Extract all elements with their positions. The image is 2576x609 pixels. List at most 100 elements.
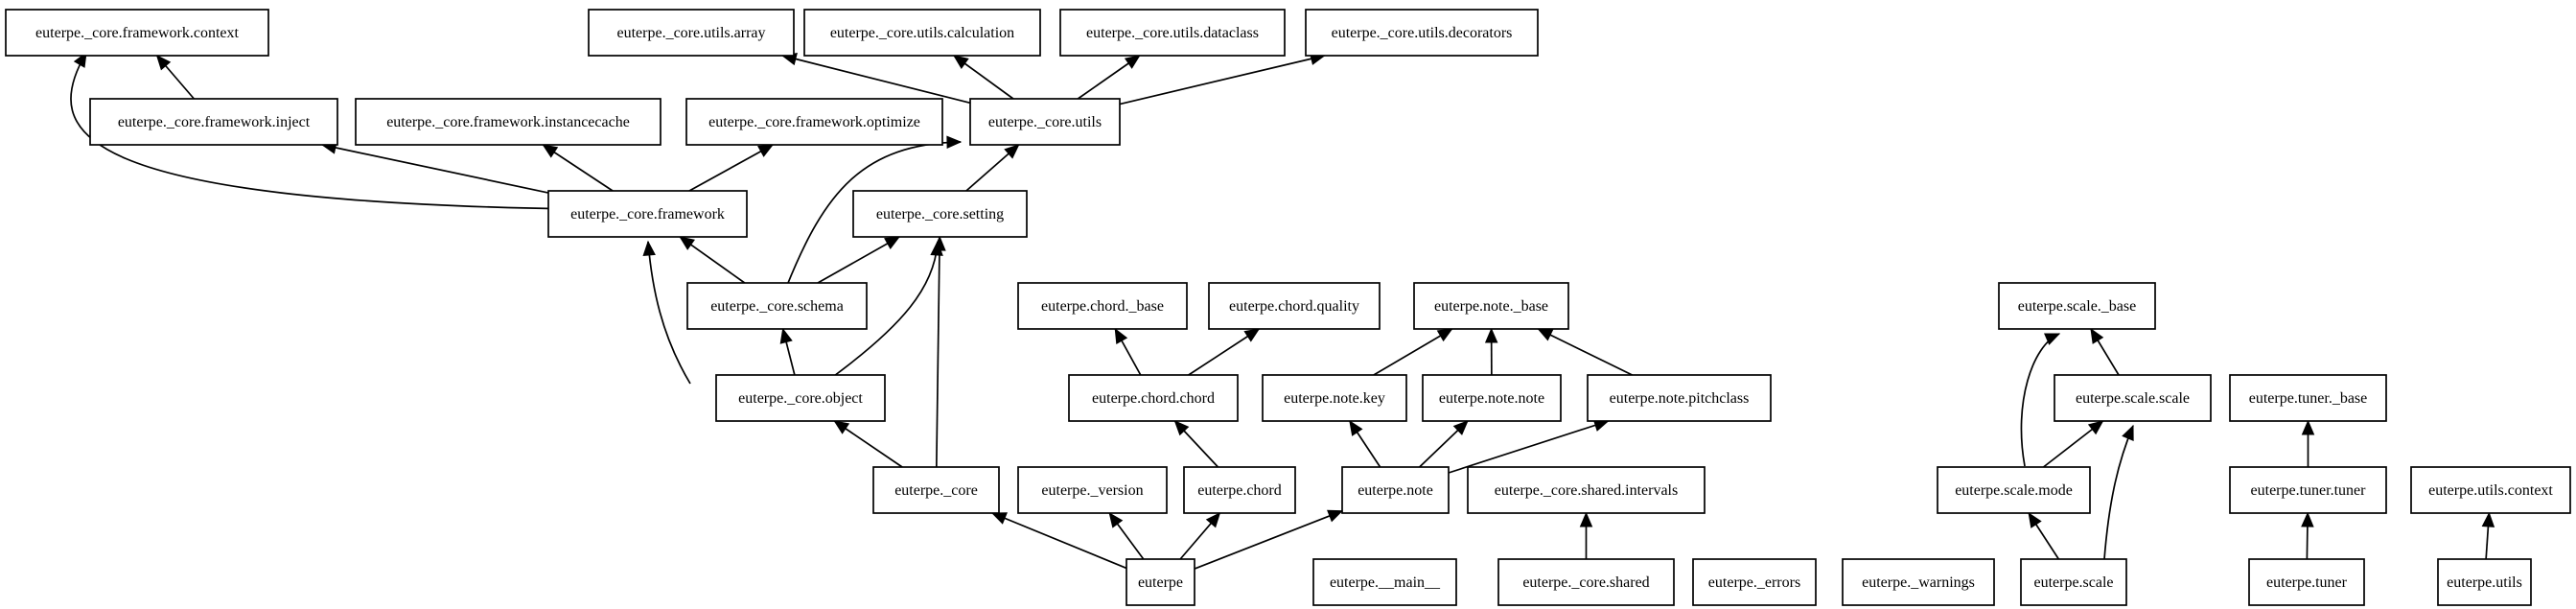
node-label: euterpe._core.utils.dataclass [1086, 25, 1259, 41]
arrowhead [1124, 55, 1141, 69]
edge-line [991, 512, 1127, 570]
node-label: euterpe._core.utils.array [616, 25, 765, 41]
node-box [969, 98, 1121, 146]
edge-core-to-c_object [833, 420, 903, 468]
node-label: euterpe._core.schema [710, 298, 844, 315]
node-label: euterpe._version [1041, 482, 1143, 499]
edge-line [1188, 328, 1260, 376]
arrowhead [155, 55, 172, 71]
edge-euterpe-to-chord [1179, 512, 1221, 560]
node-box [1017, 466, 1168, 514]
edge-core-to-c_setting [933, 235, 946, 468]
node-box [1305, 9, 1539, 57]
arrowhead [2087, 420, 2104, 435]
node-c-framework: euterpe._core.framework [547, 190, 748, 238]
node-box [588, 9, 795, 57]
edge-c_schema-to-c_framework [679, 236, 746, 284]
arrowhead [642, 240, 656, 257]
node-chord-base: euterpe.chord._base [1017, 282, 1188, 330]
arrowhead [2044, 333, 2061, 345]
edge-scale_mode-to-scale_scale [2042, 420, 2104, 468]
node-box [1183, 466, 1296, 514]
arrowhead [1327, 509, 1344, 523]
edge-note-to-note_note [1419, 420, 1469, 468]
node-label: euterpe.scale [2033, 574, 2113, 591]
edge-scale_scale-to-scale_base [2090, 327, 2120, 376]
node-label: euterpe.scale.scale [2076, 390, 2190, 407]
node-u-dataclass: euterpe._core.utils.dataclass [1059, 9, 1286, 57]
edge-c_framework-to-fw_inject [320, 141, 549, 194]
node-box [1937, 466, 2091, 514]
edge-line [1448, 420, 1609, 474]
edge-note-to-note_pitchclass [1448, 419, 1610, 474]
arrowhead [679, 236, 695, 250]
edge-note-to-note_key [1349, 419, 1381, 468]
node-version: euterpe._version [1017, 466, 1168, 514]
node-label: euterpe.chord._base [1041, 298, 1164, 315]
node-label: euterpe.chord [1197, 482, 1282, 499]
node-box [1068, 374, 1239, 422]
node-fw-inject: euterpe._core.framework.inject [89, 98, 338, 146]
node-box [1422, 374, 1562, 422]
node-u-array: euterpe._core.utils.array [588, 9, 795, 57]
node-note-key: euterpe.note.key [1262, 374, 1407, 422]
edge-line [1538, 328, 1633, 376]
node-box [1208, 282, 1381, 330]
edge-c_object-to-c_schema [779, 327, 796, 376]
node-box [852, 190, 1028, 238]
node-euterpe: euterpe [1126, 558, 1195, 606]
node-label: euterpe.chord.quality [1229, 298, 1359, 315]
node-label: euterpe.scale._base [2018, 298, 2136, 315]
node-label: euterpe.scale.mode [1955, 482, 2073, 499]
edge-scale-to-scale_scale [2103, 424, 2134, 560]
node-box [1413, 282, 1569, 330]
edge-note_note-to-note_base [1484, 327, 1498, 376]
edge-tuner_tuner-to-tuner_base [2301, 419, 2315, 467]
edge-chord-to-chord_chord [1173, 420, 1219, 468]
arrowhead [757, 144, 775, 157]
edge-c_setting-to-c_utils [965, 144, 1020, 192]
edge-line [688, 144, 774, 192]
node-box [2020, 558, 2127, 606]
node-label: euterpe.note._base [1434, 298, 1548, 315]
edge-line [2103, 425, 2134, 560]
node-label: euterpe.tuner._base [2249, 390, 2368, 407]
node-box [1998, 282, 2156, 330]
node-note-note: euterpe.note.note [1422, 374, 1562, 422]
arrowhead [946, 135, 963, 150]
node-box [1587, 374, 1772, 422]
node-label: euterpe._core.object [738, 390, 863, 407]
node-box [1467, 466, 1706, 514]
edge-line [833, 241, 939, 377]
node-label: euterpe._core [894, 482, 978, 499]
edge-chord_chord-to-chord_quality [1188, 328, 1261, 376]
node-chord: euterpe.chord [1183, 466, 1296, 514]
node-box [2229, 466, 2387, 514]
arrowhead [1537, 328, 1554, 341]
node-box [1126, 558, 1195, 606]
arrowhead [884, 236, 901, 250]
node-c-setting: euterpe._core.setting [852, 190, 1028, 238]
node-label: euterpe._core.utils [988, 114, 1102, 130]
node-tuner-base: euterpe.tuner._base [2229, 374, 2387, 422]
edge-scale_mode-to-scale_base [2020, 333, 2061, 467]
node-box [1312, 558, 1457, 606]
node-box [2054, 374, 2212, 422]
arrowhead [2028, 511, 2042, 528]
edge-line [935, 236, 941, 468]
node-label: euterpe._core.utils.decorators [1332, 25, 1513, 41]
node-note: euterpe.note [1341, 466, 1450, 514]
node-box [89, 98, 338, 146]
edge-c_utils-to-u_calc [953, 55, 1014, 100]
edge-c_schema-to-c_setting [817, 236, 901, 284]
node-label: euterpe._core.shared [1522, 574, 1649, 591]
node-warnings: euterpe._warnings [1842, 558, 1995, 606]
arrowhead [990, 512, 1008, 525]
edge-line [321, 144, 549, 194]
node-box [1059, 9, 1286, 57]
edge-c_object-to-c_framework [642, 240, 691, 385]
node-u-decorators: euterpe._core.utils.decorators [1305, 9, 1539, 57]
node-label: euterpe._core.setting [876, 206, 1004, 223]
node-scale-base: euterpe.scale._base [1998, 282, 2156, 330]
node-scale: euterpe.scale [2020, 558, 2127, 606]
